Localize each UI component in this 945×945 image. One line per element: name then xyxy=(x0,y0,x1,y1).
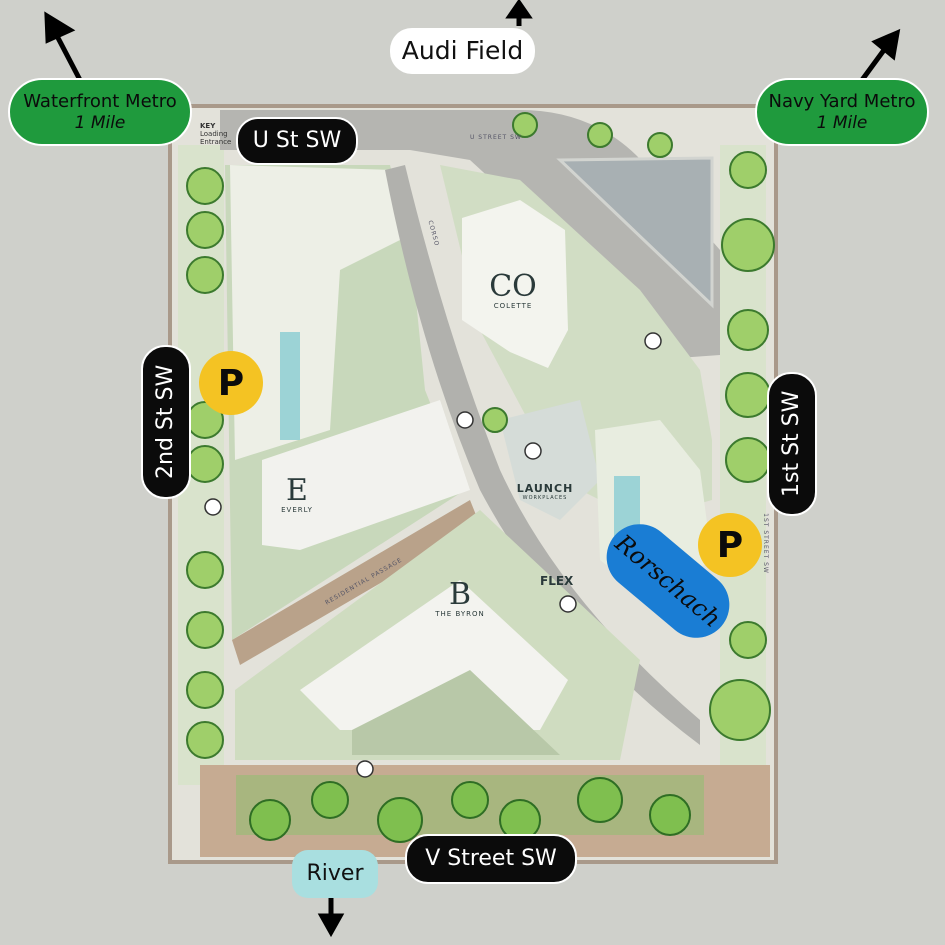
v-street-sw-label: V Street SW xyxy=(405,834,577,884)
everly-logo: E EVERLY xyxy=(272,473,322,515)
entry-marker-icon xyxy=(644,332,662,350)
key-loading: Loading xyxy=(200,130,228,138)
waterfront-distance: 1 Mile xyxy=(74,112,126,133)
entry-marker-icon xyxy=(456,411,474,429)
river-text: River xyxy=(306,860,364,886)
second-st-sw-label: 2nd St SW xyxy=(141,345,191,499)
navy-yard-arrow xyxy=(859,48,887,82)
everly-label: EVERLY xyxy=(281,506,313,514)
colette-logo: CO COLETTE xyxy=(488,269,538,311)
waterfront-arrow xyxy=(53,32,83,82)
u-st-sw-text: U St SW xyxy=(252,127,342,153)
key-title: KEY xyxy=(200,122,216,130)
second-st-sw-text: 2nd St SW xyxy=(152,364,178,480)
navy-yard-metro-label: Navy Yard Metro 1 Mile xyxy=(755,78,929,146)
map-key: KEY Loading Entrance xyxy=(200,122,231,146)
parking-letter: P xyxy=(716,524,744,566)
entry-marker-icon xyxy=(524,442,542,460)
river-label: River xyxy=(292,850,378,898)
navy-yard-distance: 1 Mile xyxy=(816,112,868,133)
u-street-small-label: U STREET SW xyxy=(470,134,522,141)
first-street-small-label: 1ST STREET SW xyxy=(761,513,769,574)
u-st-sw-label: U St SW xyxy=(236,117,358,165)
colette-mark: CO xyxy=(489,269,537,304)
launch-sub-label: WORKPLACES xyxy=(522,495,568,501)
everly-mark: E xyxy=(286,473,308,508)
entry-marker-icon xyxy=(204,498,222,516)
first-st-sw-label: 1st St SW xyxy=(767,372,817,516)
waterfront-metro-text: Waterfront Metro xyxy=(23,91,177,112)
parking-letter: P xyxy=(217,362,245,404)
navy-yard-metro-text: Navy Yard Metro xyxy=(768,91,916,112)
byron-logo: B THE BYRON xyxy=(430,577,490,619)
colette-label: COLETTE xyxy=(493,302,533,310)
audi-field-text: Audi Field xyxy=(401,36,524,65)
launch-logo: LAUNCH WORKPLACES xyxy=(505,482,585,501)
key-entrance: Entrance xyxy=(200,138,232,146)
audi-field-label: Audi Field xyxy=(390,28,535,74)
byron-mark: B xyxy=(448,577,472,612)
byron-label: THE BYRON xyxy=(435,610,485,618)
parking-icon[interactable]: P xyxy=(698,513,762,577)
parking-icon[interactable]: P xyxy=(199,351,263,415)
entry-marker-icon xyxy=(559,595,577,613)
first-st-sw-text: 1st St SW xyxy=(778,390,804,498)
waterfront-metro-label: Waterfront Metro 1 Mile xyxy=(8,78,192,146)
entry-marker-icon xyxy=(356,760,374,778)
flex-label: FLEX xyxy=(540,574,574,588)
launch-label: LAUNCH xyxy=(516,482,574,495)
v-street-sw-text: V Street SW xyxy=(425,845,557,871)
